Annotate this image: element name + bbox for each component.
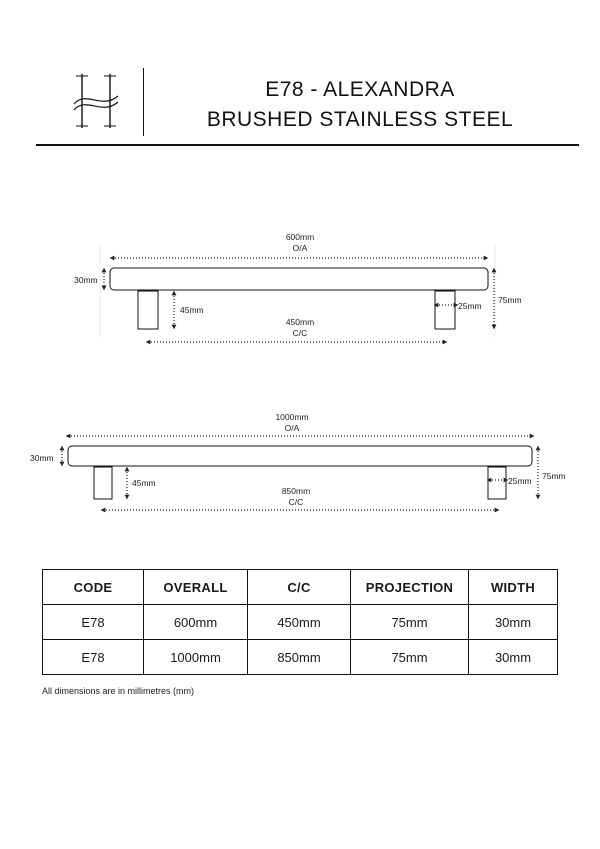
cell-cc: 850mm	[247, 639, 351, 675]
projection-label: 75mm	[498, 295, 522, 305]
col-header-code: CODE	[42, 569, 144, 605]
cell-overall: 1000mm	[143, 639, 248, 675]
cell-code: E78	[42, 604, 144, 640]
header-divider	[143, 68, 144, 136]
centres-cc-label: C/C	[293, 328, 308, 338]
leg-diameter-label: 25mm	[508, 476, 532, 486]
leg-height-label: 45mm	[180, 305, 204, 315]
cell-projection: 75mm	[350, 604, 469, 640]
product-finish: BRUSHED STAINLESS STEEL	[206, 108, 514, 131]
product-title: E78 - ALEXANDRA	[265, 78, 455, 101]
cell-width: 30mm	[468, 604, 558, 640]
table-row: E78 600mm 450mm 75mm 30mm	[42, 604, 558, 640]
dimensions-footnote: All dimensions are in millimetres (mm)	[42, 686, 195, 696]
table-header-row: CODE OVERALL C/C PROJECTION WIDTH	[42, 569, 558, 605]
bar-diameter-label: 30mm	[74, 275, 98, 285]
handle-bar	[109, 267, 489, 291]
cell-cc: 450mm	[247, 604, 351, 640]
handle-leg-left	[137, 290, 159, 330]
handle-leg-left	[93, 466, 113, 500]
header: E78 - ALEXANDRA BRUSHED STAINLESS STEEL	[0, 0, 600, 150]
bar-diameter-label: 30mm	[30, 453, 54, 463]
col-header-cc: C/C	[247, 569, 351, 605]
cell-code: E78	[42, 639, 144, 675]
overall-oa-label: O/A	[293, 243, 308, 253]
header-rule	[36, 144, 579, 146]
col-header-overall: OVERALL	[143, 569, 248, 605]
table-row: E78 1000mm 850mm 75mm 30mm	[42, 639, 558, 675]
handle-leg-right	[434, 290, 456, 330]
cell-projection: 75mm	[350, 639, 469, 675]
drawing-600-svg: 600mm O/A 30mm 45mm 25mm 75mm 450mm C/C	[74, 232, 522, 345]
h-monogram-icon	[73, 74, 119, 128]
centres-cc-label: C/C	[289, 497, 304, 507]
cell-overall: 600mm	[143, 604, 248, 640]
col-header-projection: PROJECTION	[350, 569, 469, 605]
leg-diameter-label: 25mm	[458, 301, 482, 311]
drawing-1000-svg: 1000mm O/A 30mm 45mm 25mm 75mm 850mm C/C	[30, 412, 566, 513]
handle-leg-right	[487, 466, 507, 500]
overall-oa-label: O/A	[285, 423, 300, 433]
overall-dim-label: 1000mm	[275, 412, 308, 422]
leg-height-label: 45mm	[132, 478, 156, 488]
drawing-1000: 1000mm O/A 30mm 45mm 25mm 75mm 850mm C/C	[0, 405, 600, 520]
projection-label: 75mm	[542, 471, 566, 481]
col-header-width: WIDTH	[468, 569, 558, 605]
handle-bar	[67, 445, 533, 467]
cell-width: 30mm	[468, 639, 558, 675]
spec-table: CODE OVERALL C/C PROJECTION WIDTH E78 60…	[42, 569, 558, 675]
drawing-600: 600mm O/A 30mm 45mm 25mm 75mm 450mm C/C	[0, 225, 600, 355]
overall-dim-label: 600mm	[286, 232, 314, 242]
centres-dim-label: 850mm	[282, 486, 310, 496]
centres-dim-label: 450mm	[286, 317, 314, 327]
